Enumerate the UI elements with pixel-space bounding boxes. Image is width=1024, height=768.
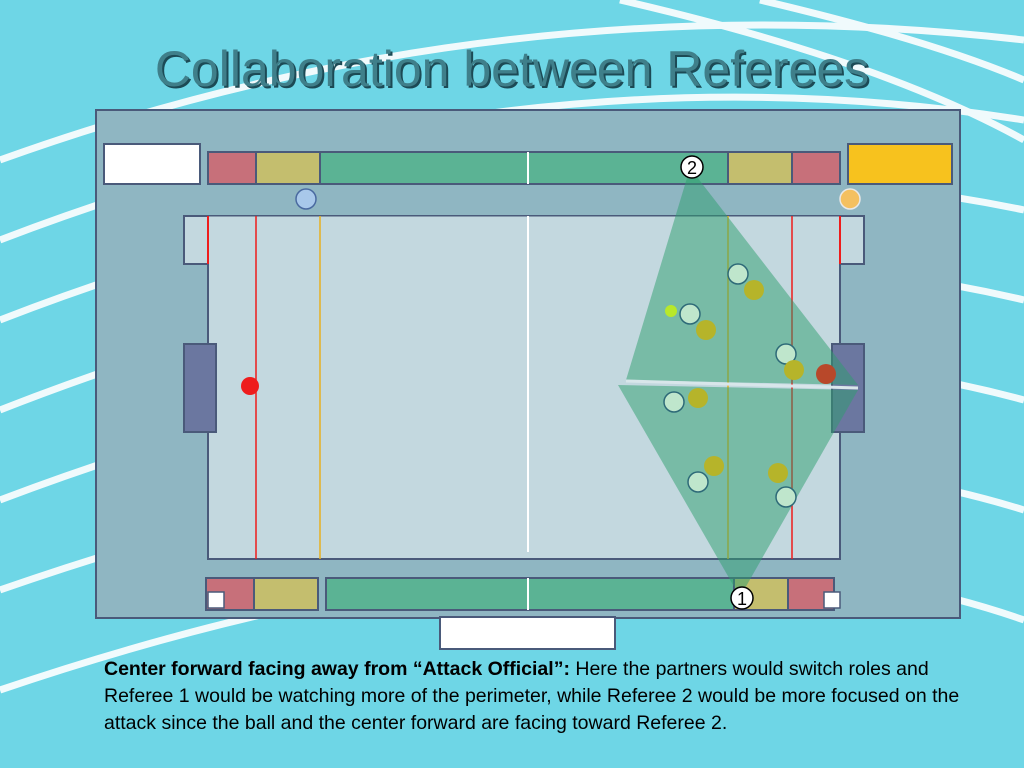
center-forward [816,364,836,384]
referee-2-marker: 2 [680,155,704,179]
team-light-players [663,263,797,508]
referee-1-label: 1 [737,589,747,609]
table-bottom [439,616,616,650]
table-left [103,143,201,185]
zone-strip-bottom [205,577,835,611]
slide-title: Collaboration between Referees [154,41,870,97]
table-right [847,143,953,185]
team-olive-players [688,280,804,483]
zone-strip-top [207,151,841,185]
goal-judge-left [295,188,317,210]
caption-body: Here the partners would switch roles and… [104,658,960,734]
corner-marker-right [823,591,841,609]
referee-1-marker: 1 [730,586,754,610]
slide-caption: Center forward facing away from “Attack … [104,656,974,737]
ball [665,305,677,317]
goal-judge-right [839,188,861,210]
ball-left [241,377,259,395]
goal-left [183,343,217,433]
caption-heading: Center forward facing away from “Attack … [104,658,570,680]
vision-cone-referee-1 [618,385,858,597]
referee-2-label: 2 [687,158,697,178]
corner-marker-left [207,591,225,609]
